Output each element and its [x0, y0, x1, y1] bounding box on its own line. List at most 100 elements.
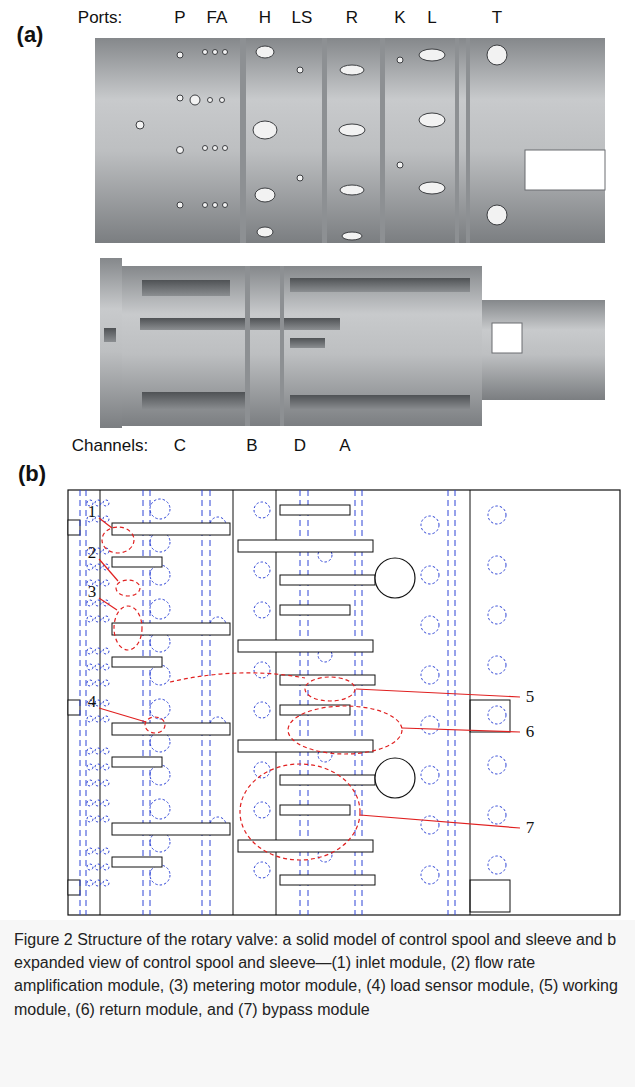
expanded-view: [68, 490, 620, 915]
callout-leaders: [102, 527, 134, 553]
spool-model: [142, 280, 230, 296]
channel-label: C: [174, 437, 186, 456]
callout-leaders: [99, 559, 118, 581]
callout-number: 5: [526, 688, 535, 707]
sleeve-model: [487, 45, 507, 65]
sleeve-model: [339, 124, 365, 136]
channel-label: A: [339, 437, 350, 456]
sleeve-model: [177, 147, 184, 154]
sleeve-model: [213, 203, 218, 208]
spool-model: [492, 323, 522, 353]
sleeve-model: [257, 227, 273, 237]
expanded-view: [87, 699, 506, 786]
expanded-view: [448, 490, 449, 915]
figure-caption: Figure 2 Structure of the rotary valve: …: [14, 928, 620, 1021]
sleeve-model: [253, 121, 277, 139]
spool-model: [122, 266, 482, 426]
callout-leaders: [99, 518, 520, 860]
spool-model: [482, 300, 605, 400]
panel-letter: (b): [18, 462, 46, 486]
expanded-view: [68, 520, 80, 535]
sleeve-model: [487, 205, 507, 225]
sleeve-model: [256, 46, 274, 58]
sleeve-model: [342, 232, 362, 240]
expanded-view: [87, 799, 506, 886]
expanded-view: [100, 490, 101, 915]
expanded-view: [470, 880, 510, 912]
sleeve-model: [223, 146, 228, 151]
sleeve-model: [203, 146, 208, 151]
sleeve-model: [177, 52, 183, 58]
callout-leaders: [170, 673, 305, 682]
channel-label: B: [246, 437, 257, 456]
port-label: L: [427, 9, 436, 28]
spool-model: [100, 258, 122, 428]
expanded-view: [87, 599, 506, 686]
expanded-view: [68, 490, 620, 915]
callout-number: 1: [88, 503, 97, 522]
spool-model: [290, 395, 470, 410]
port-label: FA: [207, 9, 228, 28]
sleeve-model: [177, 95, 183, 101]
expanded-view: [143, 490, 144, 915]
sleeve-model: [213, 50, 218, 55]
port-label: T: [492, 9, 502, 28]
sleeve-model: [419, 49, 445, 61]
sleeve-model: [455, 38, 459, 243]
callout-leaders: [402, 728, 520, 732]
sleeve-model: [397, 57, 403, 63]
expanded-view: [375, 558, 415, 798]
expanded-view: [80, 490, 81, 915]
callout-leaders: [305, 677, 355, 701]
panel-letter: (a): [17, 23, 44, 47]
callout-number: 4: [88, 693, 97, 712]
channel-label: D: [294, 437, 306, 456]
sleeve-model: [255, 188, 275, 202]
port-label: R: [346, 9, 358, 28]
sleeve-model: [177, 202, 183, 208]
sleeve-model: [213, 146, 218, 151]
callout-leaders: [360, 815, 520, 828]
expanded-view: [375, 758, 415, 798]
spool-model: [104, 328, 116, 342]
caption-ground: [0, 920, 635, 1087]
expanded-view: [86, 490, 87, 915]
callout-leaders: [145, 717, 165, 733]
spool-model: [280, 266, 284, 426]
expanded-view: [202, 490, 203, 915]
expanded-view: [68, 880, 80, 895]
callout-number: 3: [88, 583, 97, 602]
expanded-view: [470, 700, 510, 732]
sleeve-model: [419, 113, 445, 127]
sleeve-model: [95, 38, 605, 243]
callout-leaders: [99, 598, 117, 610]
callout-leaders: [99, 708, 146, 722]
spool-model: [140, 278, 470, 410]
callout-number: 2: [88, 544, 97, 563]
expanded-view: [455, 490, 456, 915]
sleeve-model: [95, 38, 605, 243]
callout-leaders: [114, 606, 142, 650]
sleeve-model: [340, 185, 364, 195]
expanded-view: [150, 490, 151, 915]
sleeve-model: [203, 203, 208, 208]
sleeve-model: [136, 45, 507, 240]
port-label: P: [174, 9, 185, 28]
row-heading: Ports:: [78, 9, 122, 28]
sleeve-model: [220, 98, 225, 103]
spool-model: [140, 318, 340, 330]
expanded-view: [68, 700, 80, 715]
sleeve-model: [240, 38, 246, 243]
sleeve-model: [240, 38, 470, 243]
callout-number: 7: [526, 819, 535, 838]
sleeve-model: [223, 203, 228, 208]
callout-leaders: [240, 764, 360, 860]
port-label: H: [259, 9, 271, 28]
port-label: K: [394, 9, 405, 28]
expanded-view: [210, 490, 211, 915]
callout-leaders: [102, 527, 402, 860]
sleeve-model: [190, 95, 200, 105]
row-heading: Channels:: [72, 437, 149, 456]
